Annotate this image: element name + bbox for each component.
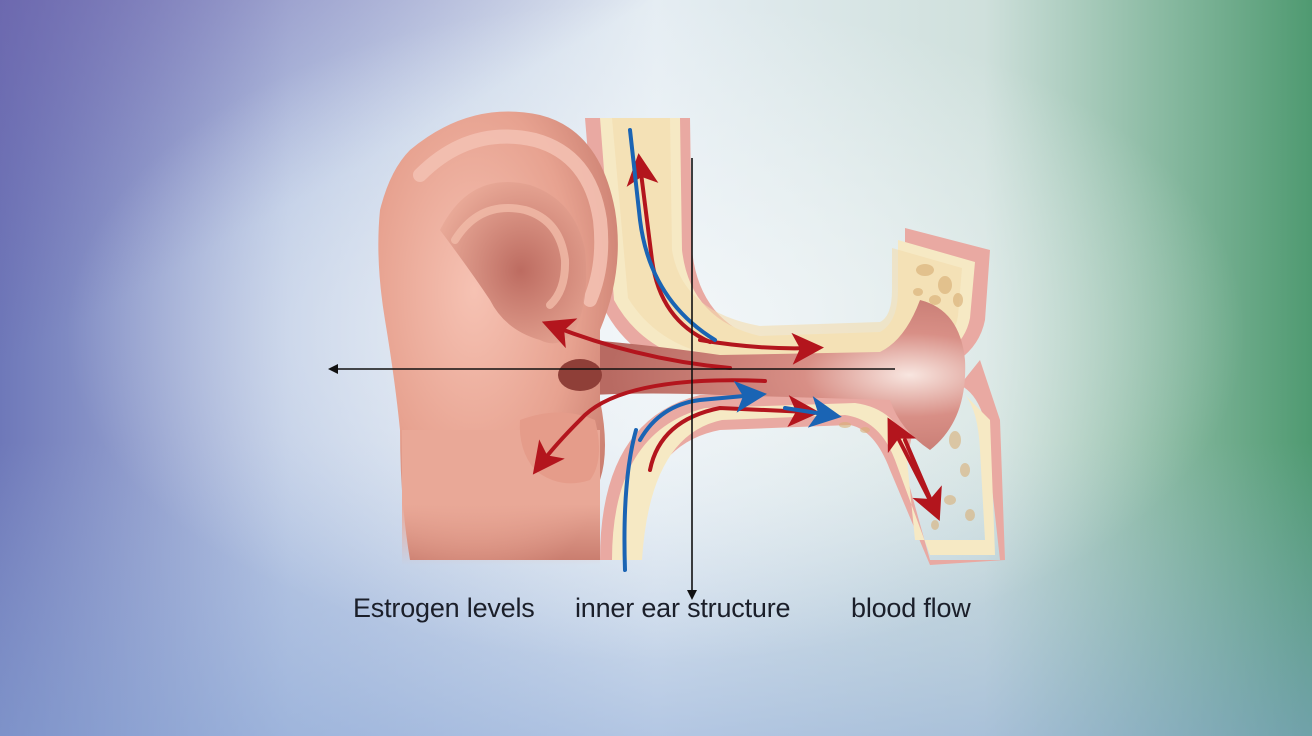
ear-canal (590, 300, 966, 450)
red-arrow-lower-canal (648, 395, 820, 472)
blue-line-lower-vertical (622, 428, 638, 572)
blue-arrow-lower-mid (783, 396, 842, 428)
red-arrow-to-outer-ear (541, 318, 732, 370)
red-arrow-right-up (887, 417, 937, 512)
axis-lines (328, 158, 895, 600)
estrogen-levels-label: Estrogen levels (353, 593, 535, 623)
red-arrow-upper-horizontal (698, 332, 824, 365)
blue-arrow-lower-top (638, 380, 767, 442)
blue-line-upper (628, 128, 717, 342)
red-arrow-lower-curve (532, 378, 767, 475)
inner-ear-structure-label: inner ear structure (575, 593, 791, 623)
blood-flow-label: blood flow (851, 593, 971, 623)
blue-flow-arrows (622, 128, 842, 572)
